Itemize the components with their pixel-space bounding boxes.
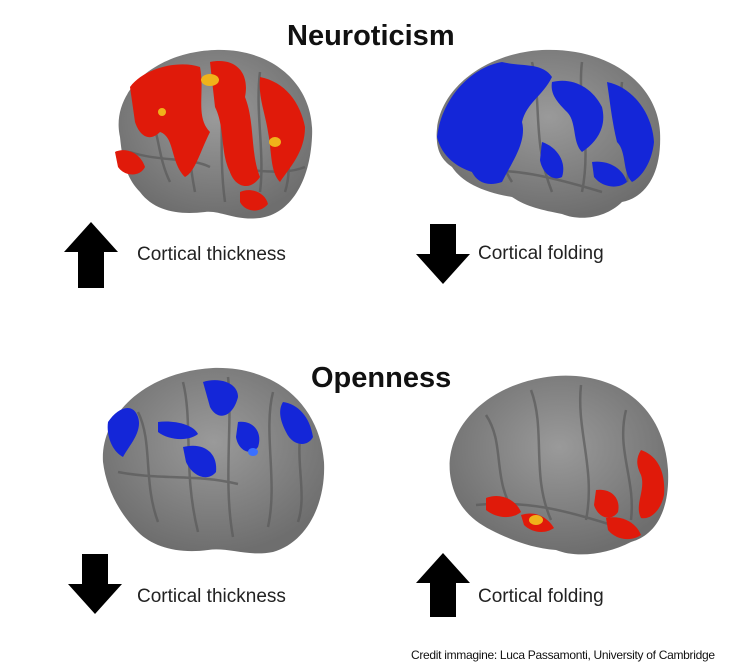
brain-image-neuroticism-folding [436, 49, 661, 218]
brain-image-neuroticism-thickness [115, 49, 313, 219]
label-neuroticism-thickness: Cortical thickness [137, 244, 286, 265]
up-arrow-icon [64, 222, 118, 288]
label-neuroticism-folding: Cortical folding [478, 243, 604, 264]
image-credit: Credit immagine: Luca Passamonti, Univer… [411, 648, 715, 662]
down-arrow-icon [68, 554, 122, 614]
label-openness-folding: Cortical folding [478, 586, 604, 607]
up-arrow-icon [416, 553, 470, 617]
brain-image-openness-folding [449, 375, 669, 555]
down-arrow-icon [416, 224, 470, 284]
brain-image-openness-thickness [102, 367, 325, 554]
section-title-openness: Openness [311, 362, 452, 394]
section-title-neuroticism: Neuroticism [287, 20, 455, 52]
label-openness-thickness: Cortical thickness [137, 586, 286, 607]
